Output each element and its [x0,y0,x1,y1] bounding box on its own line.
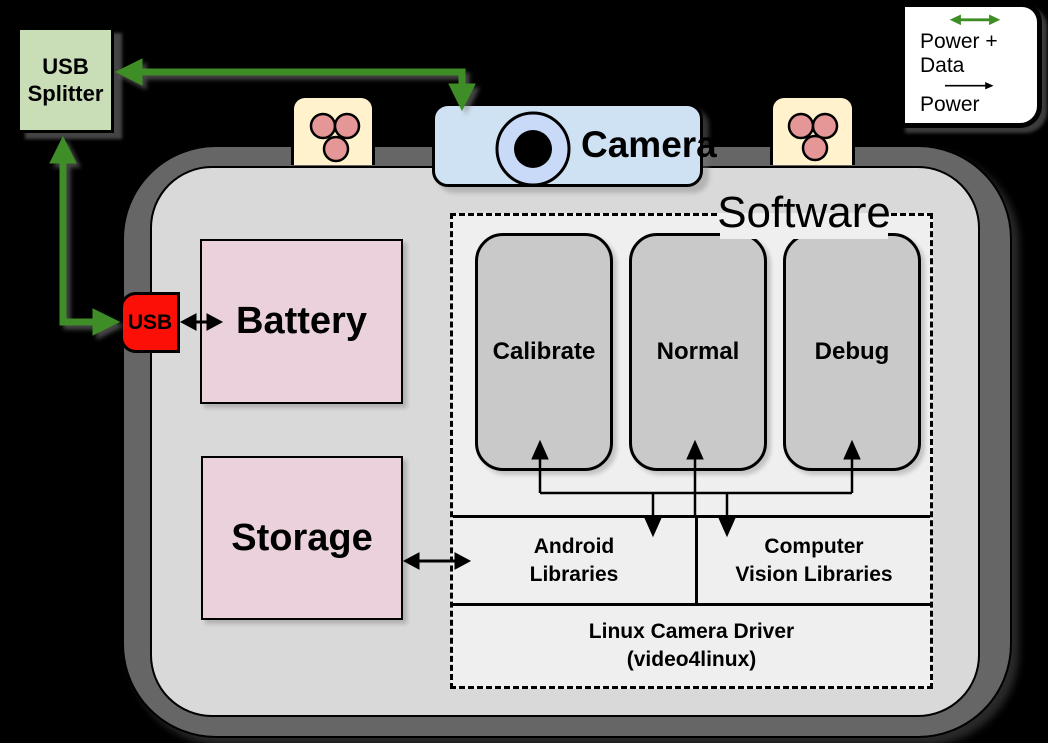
battery-label: Battery [236,300,367,342]
mode-debug-box: Debug [783,233,921,471]
libraries-row: Android Libraries Computer Vision Librar… [453,515,930,606]
camera-box: Camera [432,103,717,187]
android-libraries-label-line1: Android [533,535,615,559]
top-button-right [770,95,855,165]
power-data-arrow-icon [949,14,1001,26]
cv-libraries-cell: Computer Vision Libraries [698,518,930,603]
cv-libraries-label-line2: Vision Libraries [735,562,893,586]
power-data-label: Power + Data [920,29,998,77]
camera-label: Camera [581,124,717,165]
usb-port: USB [120,292,180,353]
linux-driver-label-line2: (video4linux) [626,648,757,671]
battery-box: Battery [200,239,403,404]
storage-label: Storage [231,516,373,559]
mode-debug-label: Debug [814,338,890,365]
usb-splitter-box: USB Splitter [17,27,114,133]
mode-normal-label: Normal [656,338,740,365]
indicator-dots-icon [309,112,361,163]
mode-calibrate-label: Calibrate [492,338,596,365]
usb-splitter-label-line1: USB [42,53,89,79]
power-label: Power [920,93,980,116]
android-libraries-label-line2: Libraries [529,562,619,586]
cv-libraries-label-line1: Computer [764,535,864,559]
top-button-left [291,95,375,165]
indicator-dots-icon [787,112,839,162]
software-title: Software [717,187,891,239]
mode-calibrate-box: Calibrate [475,233,613,471]
power-data-arrow-splitter-usb-port [49,135,121,336]
android-libraries-cell: Android Libraries [453,518,698,603]
usb-splitter-label-line2: Splitter [27,81,104,106]
mode-normal-box: Normal [629,233,767,471]
storage-box: Storage [201,456,403,620]
usb-port-label: USB [127,310,173,334]
camera-lens-icon [495,111,571,187]
power-arrow-icon [944,81,994,89]
linux-driver-label-line1: Linux Camera Driver [588,619,795,643]
linux-driver-cell: Linux Camera Driver (video4linux) [453,608,930,684]
legend: Power + Data Power [900,2,1042,128]
